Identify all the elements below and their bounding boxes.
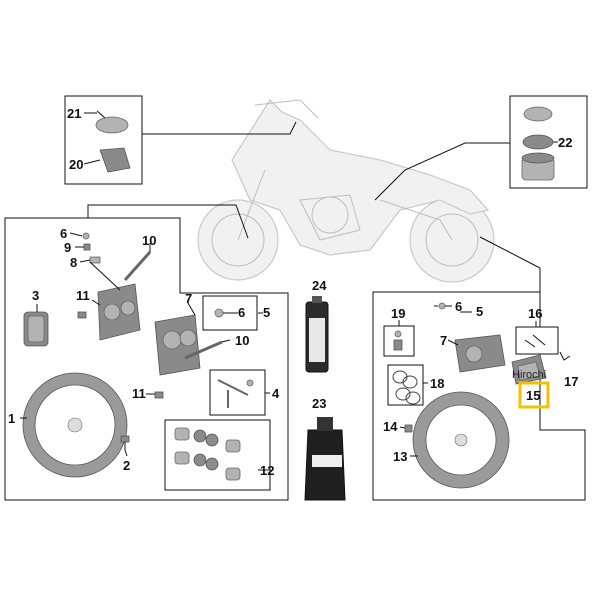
rear-brake-frame — [372, 268, 586, 501]
callout-13: 13 — [393, 449, 407, 464]
callout-23: 23 — [312, 396, 326, 411]
callout-5b: 5 — [476, 304, 483, 319]
reservoir-cap-parts — [95, 110, 131, 173]
rear-brake-pads — [511, 354, 547, 385]
callout-14: 14 — [383, 419, 398, 434]
seal-ring-box — [387, 364, 424, 406]
callout-22: 22 — [558, 135, 572, 150]
callout-2: 2 — [123, 458, 130, 473]
callout-4: 4 — [272, 386, 280, 401]
front-caliper-right — [154, 314, 201, 376]
callout-21: 21 — [67, 106, 81, 121]
callout-19: 19 — [391, 306, 405, 321]
callout-1: 1 — [8, 411, 15, 426]
reservoir-parts — [521, 106, 558, 181]
front-caliper-left — [97, 283, 141, 341]
pin-box — [209, 369, 266, 416]
callout-9: 9 — [64, 240, 71, 255]
callout-7: 7 — [185, 291, 192, 306]
bleeder-parts — [82, 232, 121, 291]
callout-24: 24 — [312, 278, 327, 293]
leader-lines — [20, 112, 556, 471]
rear-caliper — [454, 334, 506, 373]
callout-11b: 11 — [132, 386, 146, 401]
callout-5: 5 — [263, 305, 270, 320]
callout-12: 12 — [260, 463, 274, 478]
front-brake-disc — [22, 372, 128, 478]
highlight-box — [518, 381, 550, 409]
callout-7b: 7 — [440, 333, 447, 348]
callout-6b: 6 — [238, 305, 245, 320]
callout-labels: 21 20 22 6 9 8 10 3 11 7 6 5 10 11 4 1 2… — [8, 106, 578, 478]
reservoir-box — [509, 95, 588, 189]
motorcycle-illustration — [197, 99, 495, 283]
callout-10: 10 — [142, 233, 156, 248]
callout-6: 6 — [60, 226, 67, 241]
callout-16: 16 — [528, 306, 542, 321]
brake-pad — [23, 311, 49, 347]
seal-kit-box — [164, 419, 271, 491]
spray-can — [305, 296, 329, 373]
callout-15: 15 — [526, 388, 540, 403]
rear-brake-disc — [412, 391, 510, 489]
bolt-box — [202, 295, 258, 331]
callout-18: 18 — [430, 376, 444, 391]
callout-3: 3 — [32, 288, 39, 303]
brake-fluid-bottle — [304, 417, 346, 501]
callout-8: 8 — [70, 255, 77, 270]
seal-kit — [174, 427, 241, 481]
watermark: Hirochi — [512, 369, 546, 381]
callout-11: 11 — [76, 288, 90, 303]
pin-kit-box — [515, 326, 559, 355]
callout-6c: 6 — [455, 299, 462, 314]
callout-17: 17 — [564, 374, 578, 389]
reservoir-cap-box — [64, 95, 143, 185]
callout-10b: 10 — [235, 333, 249, 348]
front-brake-frame — [4, 217, 289, 501]
callout-20: 20 — [69, 157, 83, 172]
